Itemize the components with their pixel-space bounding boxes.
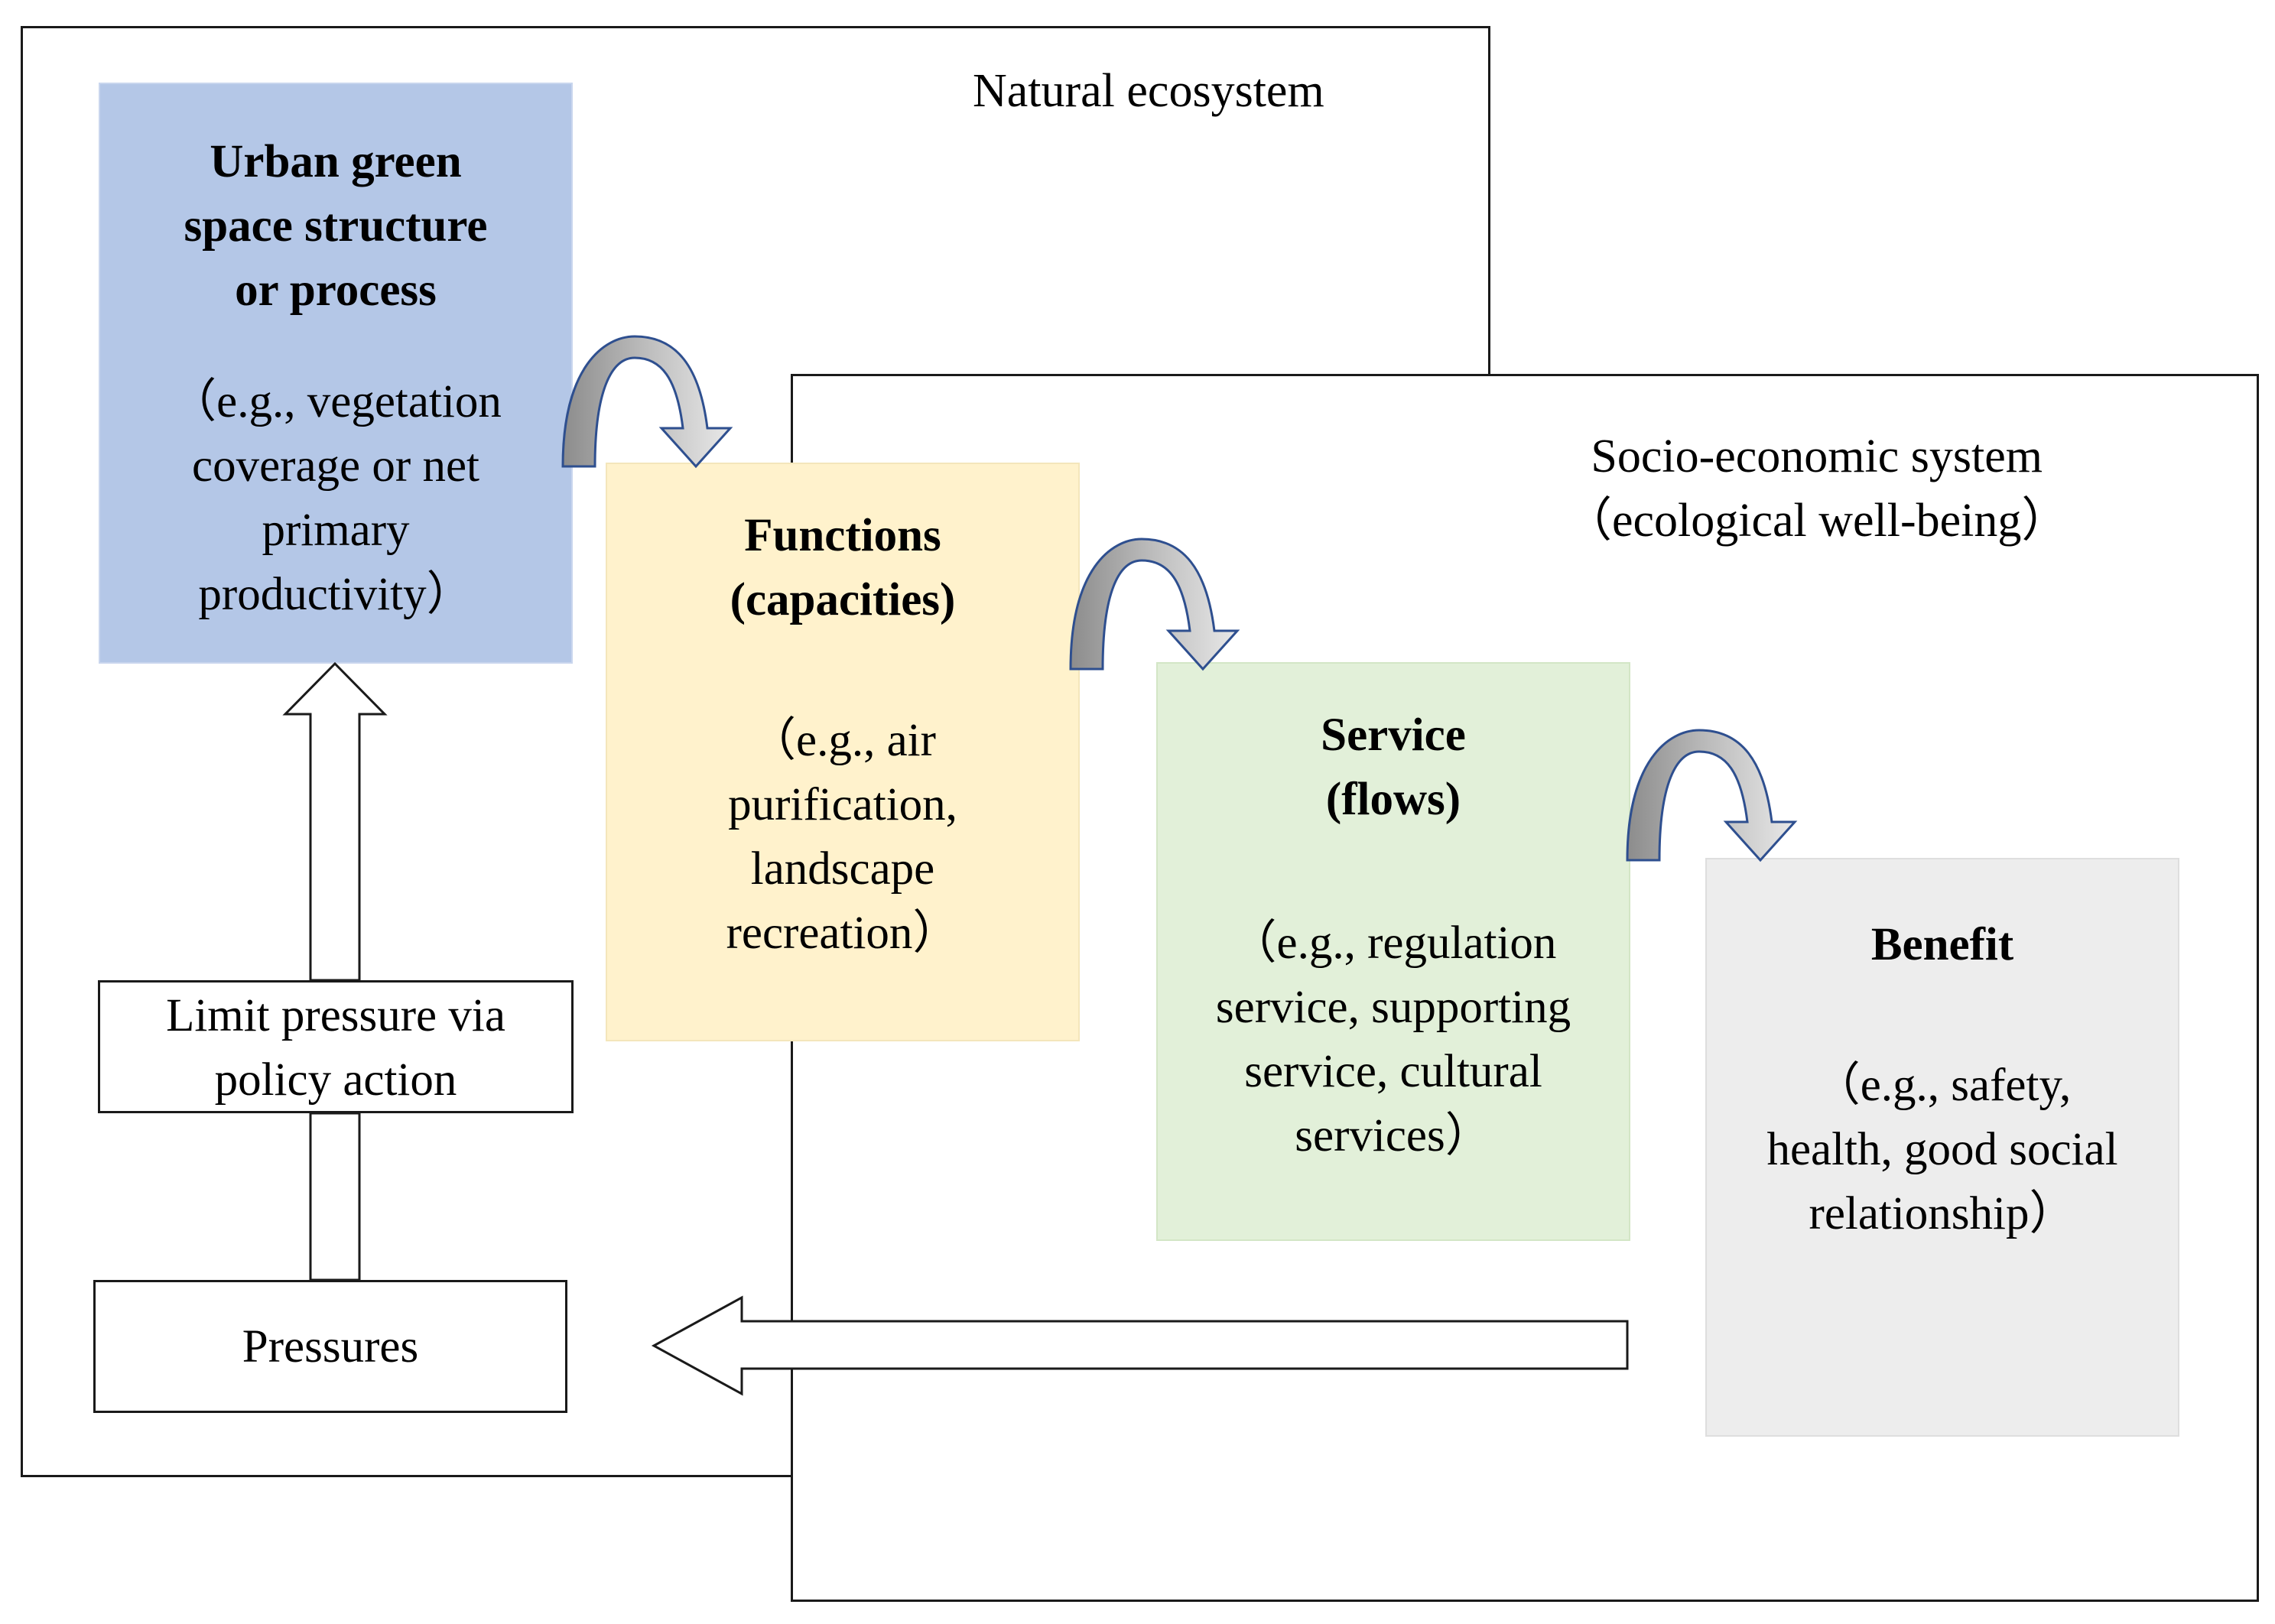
- functions-heading-line: Functions: [744, 510, 941, 561]
- policy-line: Limit pressure via: [166, 990, 505, 1041]
- functions-example-line: landscape: [750, 843, 935, 895]
- structure-heading-line: space structure: [184, 200, 488, 252]
- structure-heading-line: Urban green: [210, 136, 462, 187]
- benefit-box: Benefit （e.g., safety, health, good soci…: [1705, 858, 2179, 1437]
- socio-economic-system-subtitle: （ecological well-being）: [1565, 494, 2069, 547]
- green-space-structure-box: Urban green space structure or process （…: [99, 83, 573, 664]
- pressures-box: Pressures: [93, 1280, 567, 1413]
- service-box: Service (flows) （e.g., regulation servic…: [1156, 662, 1630, 1241]
- service-heading-line: Service: [1321, 710, 1466, 761]
- benefit-example-line: （e.g., safety,: [1813, 1060, 2072, 1111]
- service-heading-line: (flows): [1325, 774, 1461, 825]
- policy-to-structure-arrow: [282, 661, 388, 982]
- service-example-line: service, cultural: [1244, 1046, 1542, 1097]
- functions-to-service-arrow: [1069, 538, 1240, 671]
- policy-line: policy action: [214, 1054, 457, 1106]
- functions-example-line: （e.g., air: [749, 715, 936, 766]
- service-example-line: service, supporting: [1215, 982, 1571, 1033]
- benefit-to-pressures-arrow: [651, 1295, 1629, 1396]
- functions-heading-line: (capacities): [730, 574, 956, 625]
- structure-example-line: （e.g., vegetation: [170, 376, 502, 427]
- service-to-benefit-arrow: [1626, 729, 1798, 862]
- functions-example-line: recreation）: [726, 908, 960, 959]
- service-example-line: services）: [1295, 1110, 1492, 1161]
- natural-ecosystem-title: Natural ecosystem: [973, 65, 1324, 117]
- benefit-example-line: health, good social: [1766, 1124, 2118, 1175]
- benefit-example-line: relationship）: [1809, 1188, 2076, 1239]
- structure-example-line: primary: [262, 505, 410, 556]
- pressures-to-policy-shaft: [309, 1112, 361, 1281]
- structure-example-line: productivity）: [198, 569, 473, 620]
- socio-economic-system-label: Socio-economic system: [1591, 430, 2043, 482]
- socio-economic-system-title: Socio-economic system （ecological well-b…: [1565, 425, 2069, 553]
- structure-to-functions-arrow: [561, 335, 733, 469]
- service-example-line: （e.g., regulation: [1230, 918, 1557, 969]
- structure-example-line: coverage or net: [192, 440, 479, 492]
- functions-box: Functions (capacities) （e.g., air purifi…: [606, 463, 1080, 1041]
- structure-heading-line: or process: [235, 265, 437, 316]
- benefit-heading-line: Benefit: [1870, 919, 2014, 970]
- functions-example-line: purification,: [728, 779, 957, 830]
- policy-action-box: Limit pressure via policy action: [98, 980, 574, 1113]
